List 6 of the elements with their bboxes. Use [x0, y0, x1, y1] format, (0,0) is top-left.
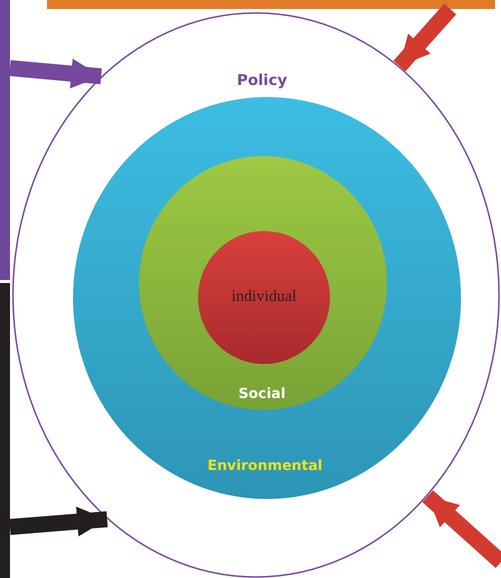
- ring-label: Policy: [236, 71, 288, 89]
- block-arrow: [422, 490, 501, 570]
- ring-label: Environmental: [208, 458, 322, 474]
- block-arrow: [393, 1, 458, 72]
- core-label: individual: [232, 288, 296, 306]
- ring-label: Social: [238, 386, 286, 402]
